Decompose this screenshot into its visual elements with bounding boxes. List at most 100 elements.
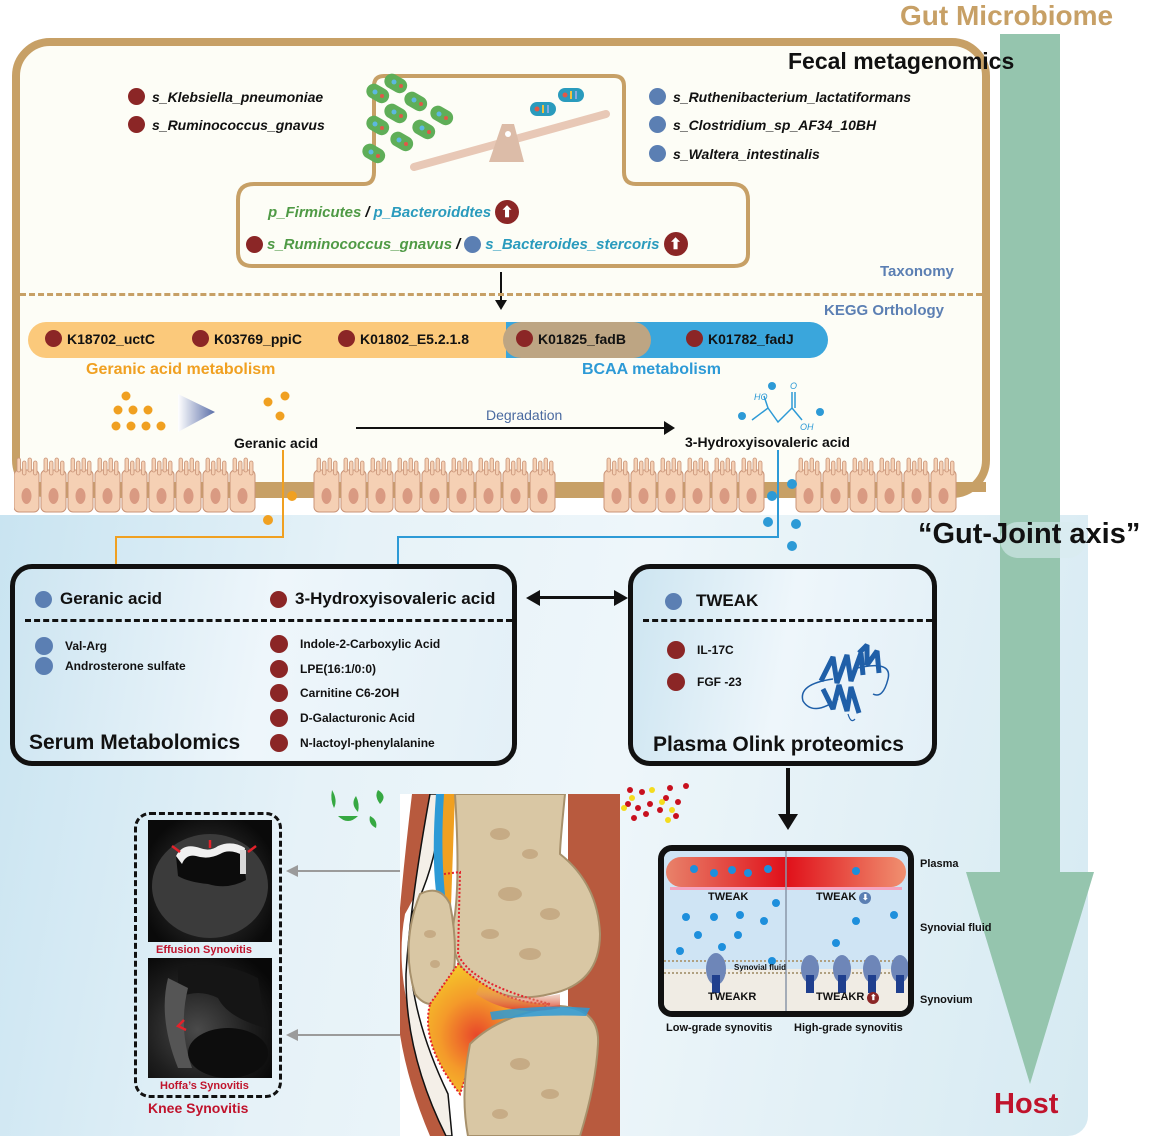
hoffa-mri-image (148, 958, 272, 1078)
kegg-item: K03769_ppiC (192, 330, 302, 347)
metabolite-item: Carnitine C6-2OH (270, 684, 399, 702)
metabolite-name: 3-Hydroxyisovaleric acid (295, 589, 496, 608)
tweak-high-label: TWEAK ⬇ (816, 891, 872, 904)
intestinal-epithelium-icon (14, 457, 957, 513)
metabolite-item: Val-Arg (35, 637, 107, 655)
metabolite-name: D-Galacturonic Acid (300, 711, 415, 725)
epithelial-cell (738, 457, 765, 513)
epithelial-cell (930, 457, 957, 513)
serum-head-right: 3-Hydroxyisovaleric acid (270, 589, 495, 609)
epithelial-cell (121, 457, 148, 513)
synovial-fluid-side-label: Synovial fluid (920, 922, 992, 934)
low-grade-caption: Low-grade synovitis (666, 1022, 773, 1034)
epithelial-cell (502, 457, 529, 513)
increased-dot-icon (270, 635, 288, 653)
kegg-id: K01782_fadJ (708, 330, 794, 347)
species-item: s_Clostridium_sp_AF34_10BH (649, 116, 876, 133)
oh-label: OH (800, 422, 814, 432)
increased-dot-icon (128, 116, 145, 133)
decreased-dot-icon (35, 657, 53, 675)
fecal-metagenomics-title: Fecal metagenomics (788, 48, 1015, 74)
arrow-head-icon (778, 814, 798, 830)
tweakr-high-label: TWEAKR ⬆ (816, 991, 880, 1004)
bacteria-fragments-icon (331, 790, 384, 828)
taxonomy-label: Taxonomy (880, 263, 954, 280)
epithelial-cell (367, 457, 394, 513)
epithelial-cell (313, 457, 340, 513)
tweak-mechanism-panel: TWEAK TWEAK ⬇ Synovial fluid TWEAKR TWEA… (658, 845, 914, 1017)
synovium-side-label: Synovium (920, 994, 973, 1006)
arrow-head-icon (286, 865, 298, 877)
species-item: s_Ruminococcus_gnavus (128, 116, 325, 133)
geranic-acid-label: Geranic acid (234, 435, 319, 451)
metabolite-item: LPE(16:1/0:0) (270, 660, 376, 678)
bidirectional-arrow (538, 596, 616, 599)
metabolite-name: LPE(16:1/0:0) (300, 662, 377, 676)
increased-dot-icon (45, 330, 62, 347)
decreased-dot-icon (35, 590, 52, 608)
effusion-pointer-arrow (296, 870, 418, 872)
increased-dot-icon (246, 235, 263, 253)
epithelial-cell (202, 457, 229, 513)
arrow-head-icon (286, 1029, 298, 1041)
tweak-high-text: TWEAK (816, 891, 857, 903)
inflammatory-particles-icon (621, 783, 689, 823)
increased-dot-icon (667, 673, 685, 691)
decreased-dot-icon (649, 116, 666, 133)
epithelial-cell (684, 457, 711, 513)
firmicutes-bacteroidetes-ratio: p_Firmicutes / p_Bacteroiddtes ⬆ (268, 200, 520, 224)
bcaa-metabolism-label: BCAA metabolism (582, 361, 721, 378)
decreased-dot-icon (649, 88, 666, 105)
increased-dot-icon (128, 88, 145, 105)
gut-joint-axis-label: “Gut-Joint axis” (918, 518, 1141, 550)
degradation-arrow (356, 427, 666, 429)
increased-dot-icon (270, 660, 288, 678)
increased-dot-icon (516, 330, 533, 347)
species-name: s_Ruthenibacterium_lactatiformans (673, 88, 912, 105)
protein-name: FGF -23 (697, 675, 742, 689)
metabolite-item: Androsterone sulfate (35, 657, 186, 675)
plasma-olink-title: Plasma Olink proteomics (653, 733, 904, 756)
tweakr-low-label: TWEAKR (708, 991, 757, 1003)
serum-metabolomics-box: Geranic acid 3-Hydroxyisovaleric acid Va… (10, 564, 517, 766)
o-label: O (790, 381, 797, 391)
protein-name: TWEAK (696, 591, 759, 610)
metabolite-name: Indole-2-Carboxylic Acid (300, 637, 441, 651)
epithelial-cell (630, 457, 657, 513)
metabolite-name: N-lactoyl-phenylalanine (300, 736, 435, 750)
knee-synovitis-label: Knee Synovitis (148, 1100, 249, 1116)
epithelial-cell (903, 457, 930, 513)
species-item: s_Ruthenibacterium_lactatiformans (649, 88, 911, 105)
down-arrow-icon: ⬇ (859, 892, 872, 904)
synovial-fluid-inner-label: Synovial fluid (734, 963, 787, 972)
arrow-head-icon (526, 590, 540, 606)
epithelial-cell (421, 457, 448, 513)
increased-dot-icon (270, 684, 288, 702)
hoffa-synovitis-caption: Hoffa’s Synovitis (160, 1080, 249, 1092)
increased-dot-icon (667, 641, 685, 659)
tweak-receptor-icon (706, 953, 908, 993)
tweak-mechanism-art (664, 851, 908, 1011)
epithelial-cell (795, 457, 822, 513)
epithelial-cell (94, 457, 121, 513)
hydroxyisovaleric-molecule-icon: HO O OH (738, 381, 824, 432)
species-item: s_Klebsiella_pneumoniae (128, 88, 323, 105)
protein-item: IL-17C (667, 641, 734, 659)
up-arrow-icon: ⬆ (663, 232, 688, 256)
geranic-pathway-bar (28, 322, 518, 358)
box-divider (643, 619, 932, 622)
arrow-head-icon (664, 421, 675, 435)
arrow-head-icon (614, 590, 628, 606)
gut-joint-highlight (1000, 522, 1086, 558)
species-item: s_Waltera_intestinalis (649, 145, 820, 162)
seesaw-icon (410, 110, 610, 171)
tweak-low-label: TWEAK (708, 891, 749, 903)
metabolite-transport-paths (110, 450, 801, 586)
box-divider (25, 619, 512, 622)
epithelial-cell (603, 457, 630, 513)
protein-structure-icon (801, 643, 890, 722)
firmicutes-bacteria-icon (362, 73, 454, 164)
increased-dot-icon (192, 330, 209, 347)
metabolite-item: Indole-2-Carboxylic Acid (270, 635, 440, 653)
metabolite-item: N-lactoyl-phenylalanine (270, 734, 435, 752)
